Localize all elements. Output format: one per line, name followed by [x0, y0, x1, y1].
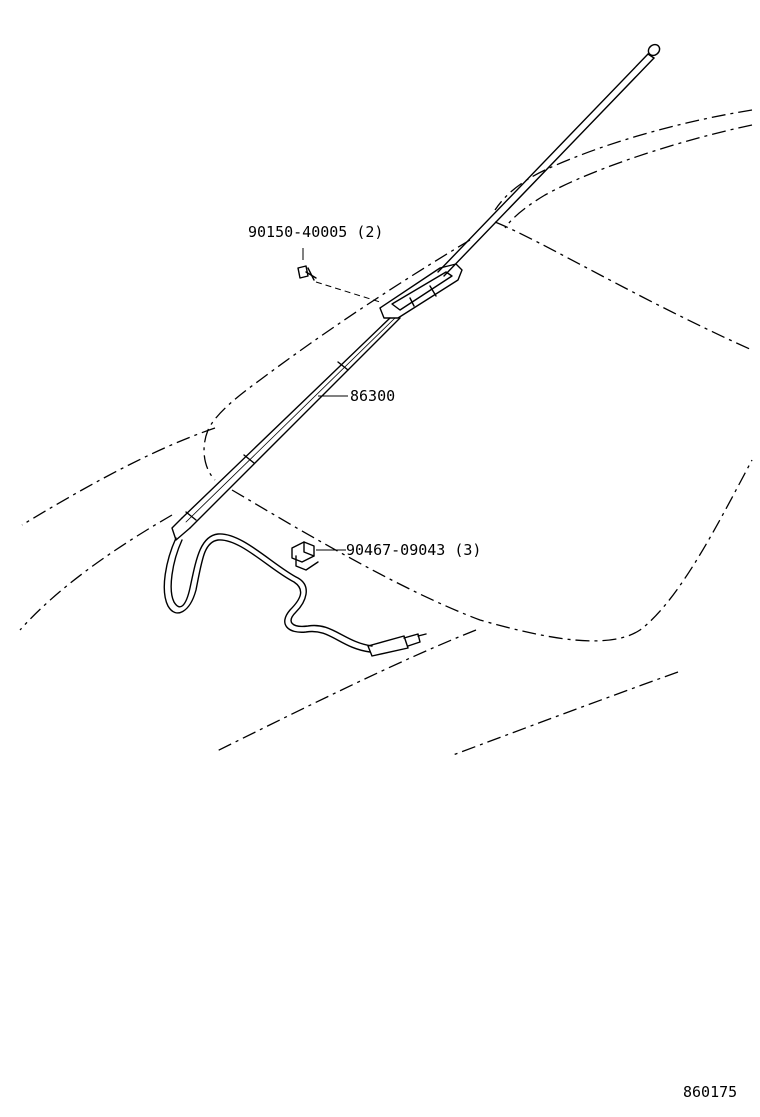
screw-dash-leader: [315, 281, 381, 303]
screw-part-qty: (2): [356, 223, 384, 241]
figure-number: 860175: [683, 1083, 738, 1101]
antenna-cable: [163, 533, 427, 657]
antenna-part-number: 86300: [350, 387, 396, 405]
leader-lines: [302, 248, 381, 551]
clamp-part-qty: (3): [454, 541, 482, 559]
antenna-body: [171, 317, 401, 541]
antenna-base: [379, 263, 463, 319]
clamp-part-label: 90467-09043 (3): [346, 543, 481, 558]
screw-part-label: 90150-40005 (2): [248, 225, 383, 240]
antenna-part-label: 86300: [350, 389, 395, 404]
clamp-icon: [291, 541, 319, 571]
clamp-part-number: 90467-09043: [346, 541, 446, 559]
screw-icon: [297, 265, 317, 281]
antenna-rod: [437, 43, 661, 277]
vehicle-outline: [19, 109, 753, 756]
screw-part-number: 90150-40005: [248, 223, 348, 241]
